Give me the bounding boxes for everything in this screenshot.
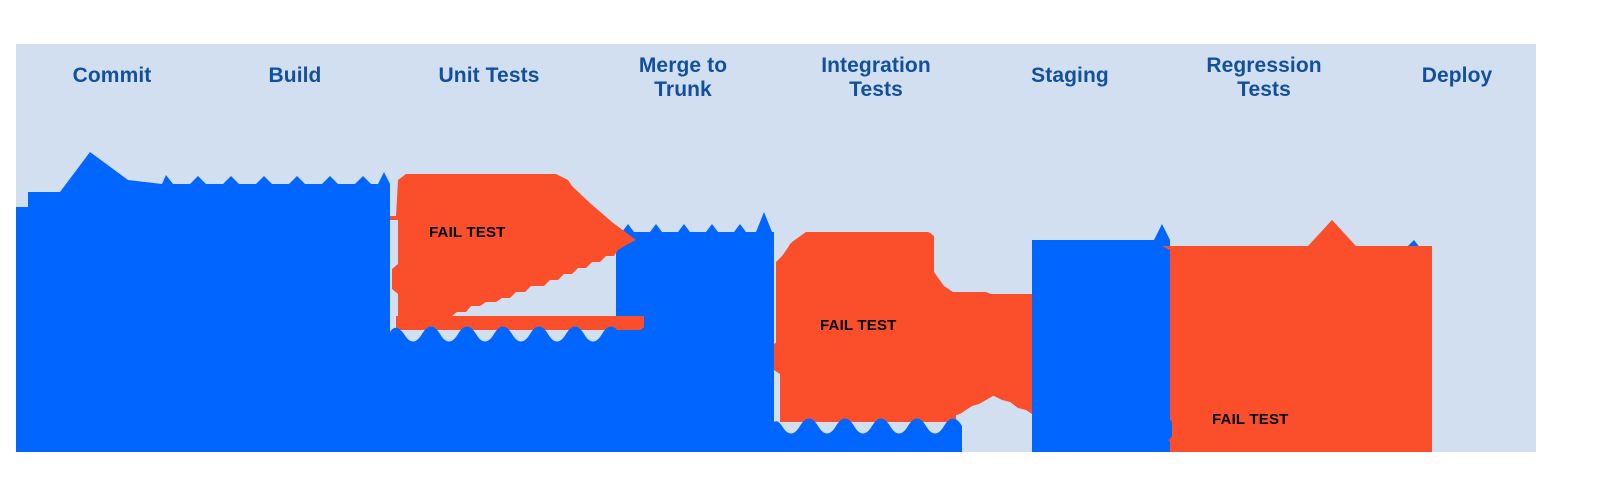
pass-area-outline <box>16 152 396 452</box>
fail-region-regression-tests <box>1162 220 1432 452</box>
fail-test-label-integration-tests: FAIL TEST <box>820 317 897 334</box>
fail-test-label-regression-tests: FAIL TEST <box>1212 411 1289 428</box>
pipeline-area-chart <box>16 152 1432 452</box>
pass-notch-regression <box>1156 414 1172 444</box>
chart-panel <box>16 44 1536 452</box>
fail-region-integration-body <box>774 232 1032 416</box>
pass-scallop-unit-tests <box>390 326 656 452</box>
pass-area-staging <box>1032 224 1170 452</box>
fail-region-unit-tests <box>390 174 636 330</box>
fail-region-integration-scallop <box>780 406 956 422</box>
fail-test-label-unit-tests: FAIL TEST <box>429 224 506 241</box>
pass-scallop-integration-tests <box>772 418 962 452</box>
fail-region-unit-tests-scallop <box>396 316 644 330</box>
